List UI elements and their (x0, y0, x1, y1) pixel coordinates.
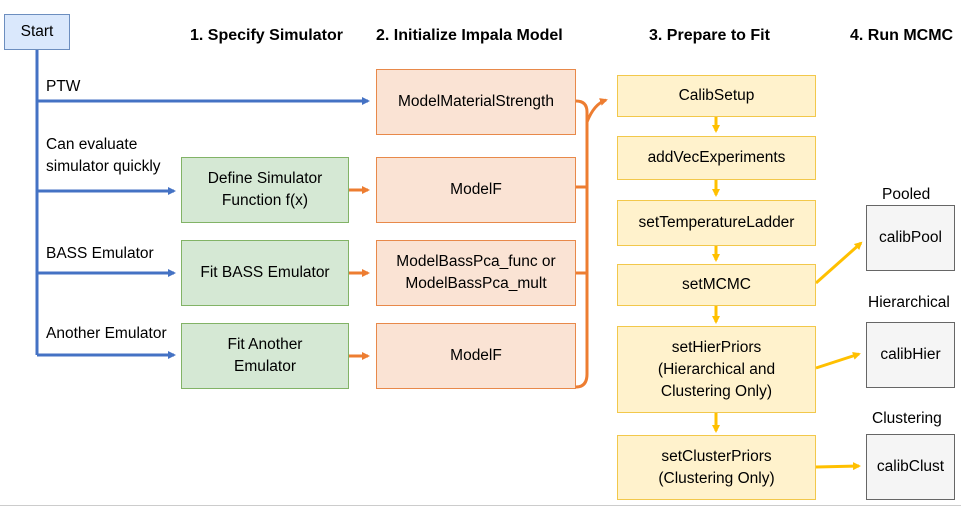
arrow-hier-to-calibhier (815, 352, 861, 370)
model-bass-pca-box: ModelBassPca_func or ModelBassPca_mult (376, 240, 576, 306)
orange-connectors (348, 98, 608, 389)
calib-hier-box: calibHier (866, 322, 955, 388)
calib-pool-box: calibPool (866, 205, 955, 271)
start-node: Start (4, 14, 70, 50)
bottom-divider (0, 505, 961, 506)
branch-label-bass-emulator: BASS Emulator (46, 245, 154, 262)
branch-label-ptw: PTW (46, 78, 81, 95)
bracket-to-calibsetup (585, 98, 608, 123)
branch-label-another-emulator: Another Emulator (46, 325, 167, 342)
set-cluster-priors-box: setClusterPriors (Clustering Only) (617, 435, 816, 500)
header-specify-simulator: 1. Specify Simulator (190, 27, 343, 44)
arrow-mcmc-to-pool (815, 241, 863, 285)
header-prepare-to-fit: 3. Prepare to Fit (649, 27, 770, 44)
model-f-box-2: ModelF (376, 323, 576, 389)
bracket-top (575, 99, 589, 113)
yellow-connectors (712, 117, 863, 471)
set-temperature-ladder-box: setTemperatureLadder (617, 200, 816, 246)
set-hier-priors-box: setHierPriors (Hierarchical and Clusteri… (617, 326, 816, 413)
bracket-bottom (575, 373, 589, 389)
clustering-label: Clustering (872, 410, 942, 427)
pooled-label: Pooled (882, 186, 931, 203)
header-run-mcmc: 4. Run MCMC (850, 27, 954, 44)
header-initialize-model: 2. Initialize Impala Model (376, 27, 563, 44)
define-simulator-function-box: Define Simulator Function f(x) (181, 157, 349, 223)
arrow-cluster-to-calibclust (815, 462, 861, 471)
hierarchical-label: Hierarchical (868, 294, 950, 311)
model-f-box-1: ModelF (376, 157, 576, 223)
branch-label-can-evaluate: Can evaluate simulator quickly (46, 136, 161, 175)
add-vec-experiments-box: addVecExperiments (617, 136, 816, 180)
model-material-strength-box: ModelMaterialStrength (376, 69, 576, 135)
calib-setup-box: CalibSetup (617, 75, 816, 117)
fit-another-emulator-box: Fit Another Emulator (181, 323, 349, 389)
set-mcmc-box: setMCMC (617, 264, 816, 306)
calib-clust-box: calibClust (866, 434, 955, 500)
blue-connectors (35, 48, 370, 359)
fit-bass-emulator-box: Fit BASS Emulator (181, 240, 349, 306)
